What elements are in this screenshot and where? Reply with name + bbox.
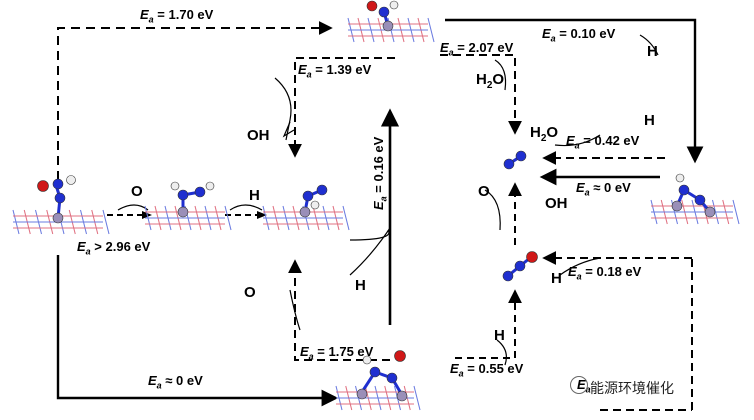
species-o-left: O [131, 183, 143, 200]
energy-value-bottom-mid: 0.55 eV [478, 361, 524, 376]
hydrogen-atom [362, 355, 372, 365]
nitrogen-atom [503, 158, 515, 170]
path-bottom-solid [56, 255, 339, 407]
species-h2o-right-o: O [546, 124, 559, 141]
energy-value-mid: 1.39 eV [326, 62, 372, 77]
hydrogen-atom [389, 0, 399, 10]
species-h2o-top-o: O [492, 71, 505, 88]
hydrogen-atom [675, 173, 685, 183]
species-h-right: H [644, 112, 655, 129]
slab-bond [732, 199, 740, 225]
nitrogen-atom [694, 194, 706, 206]
slab-bond [427, 17, 435, 43]
catalyst-slab-2 [144, 205, 232, 231]
species-h-o-right: H [551, 270, 562, 287]
energy-label-center-vertical: Ea = 0.16 eV [371, 136, 389, 210]
energy-label-o-right: Ea = 0.18 eV [568, 264, 642, 282]
nitrogen-atom [52, 178, 64, 190]
hydrogen-atom [66, 175, 76, 185]
slab-bond [102, 209, 110, 235]
catalyst-slab-bottom [335, 385, 421, 411]
species-o-bottom: O [244, 284, 256, 301]
oxygen-atom [37, 180, 49, 192]
energy-value-bottom-center: 1.75 eV [328, 344, 374, 359]
metal-atom [52, 212, 64, 224]
energy-value-top-right: 0.10 eV [570, 26, 616, 41]
species-h2o-right-h: H [530, 124, 541, 141]
species-h-bottom-mid: H [494, 327, 505, 344]
hydrogen-atom [310, 200, 320, 210]
energy-value-left: 2.96 eV [105, 239, 151, 254]
species-oh-mid: OH [247, 127, 270, 144]
metal-atom [396, 390, 408, 402]
species-h2o-right: H2O [530, 125, 558, 144]
path-top-dashed [57, 21, 333, 180]
nitrogen-atom [378, 6, 390, 18]
species-o-right: O [478, 183, 490, 200]
nitrogen-atom [54, 192, 66, 204]
nitrogen-atom [515, 150, 527, 162]
energy-label-bottom-left: Ea ≈ 0 eV [148, 373, 203, 391]
species-oh-right: OH [545, 195, 568, 212]
metal-atom [382, 20, 394, 32]
nitrogen-atom [302, 190, 314, 202]
hydrogen-atom [205, 181, 215, 191]
energy-value-bottom-left: 0 eV [176, 373, 203, 388]
path-mid-dashed [288, 57, 395, 158]
species-h2o-top-sub: 2 [486, 80, 493, 91]
metal-atom [671, 200, 683, 212]
watermark: 能源环境催化 [590, 381, 674, 397]
catalyst-slab-right [650, 199, 740, 225]
path-h2o-dashed [440, 54, 522, 135]
metal-atom [177, 206, 189, 218]
metal-atom [299, 206, 311, 218]
nitrogen-atom [514, 260, 526, 272]
energy-value-o-right: 0.18 eV [596, 264, 642, 279]
oxygen-atom [394, 350, 406, 362]
path-top-right-solid [445, 18, 704, 164]
oxygen-atom [366, 0, 378, 12]
energy-value-top: 1.70 eV [168, 7, 214, 22]
nitrogen-atom [502, 270, 514, 282]
path-bottom-dashed [288, 259, 390, 361]
slab-bond [224, 205, 232, 231]
energy-value-oh-right: 0 eV [604, 180, 631, 195]
nitrogen-atom [194, 186, 206, 198]
slab-bond [342, 205, 350, 231]
energy-value-h2o-right: 0.42 eV [594, 133, 640, 148]
metal-atom [704, 206, 716, 218]
energy-label-bottom-mid: Ea = 0.55 eV [450, 361, 524, 379]
energy-label-bottom-center: Ea = 1.75 eV [300, 344, 374, 362]
nitrogen-atom [177, 189, 189, 201]
energy-value-center-vertical: 0.16 eV [371, 136, 386, 182]
nitrogen-atom [386, 372, 398, 384]
oxygen-atom [526, 251, 538, 263]
energy-label-top: Ea = 1.70 eV [140, 7, 214, 25]
path-bottom-mid-dashed [455, 289, 522, 359]
energy-label-top-right: Ea = 0.10 eV [542, 26, 616, 44]
nitrogen-atom [369, 366, 381, 378]
nitrogen-atom [678, 184, 690, 196]
energy-label-h2o-right: Ea = 0.42 eV [566, 133, 640, 151]
energy-label-left: Ea > 2.96 eV [77, 239, 151, 257]
energy-label-mid: Ea = 1.39 eV [298, 62, 372, 80]
slab-bond [413, 385, 421, 411]
species-h-left: H [249, 187, 260, 204]
hydrogen-atom [170, 181, 180, 191]
species-h-top-right: H [647, 43, 658, 60]
curved-arrows [117, 34, 659, 366]
nitrogen-atom [316, 184, 328, 196]
species-h2o-right-sub: 2 [540, 133, 547, 144]
energy-label-oh-right: Ea ≈ 0 eV [576, 180, 631, 198]
energy-value-h2o-top: 2.07 eV [468, 40, 514, 55]
metal-atom [356, 388, 368, 400]
energy-label-h2o-top: Ea = 2.07 eV [440, 40, 514, 58]
wechat-logo-icon [570, 376, 588, 394]
species-h2o-top-h: H [476, 71, 487, 88]
species-h-center: H [355, 277, 366, 294]
species-h2o-top: H2O [476, 72, 504, 91]
